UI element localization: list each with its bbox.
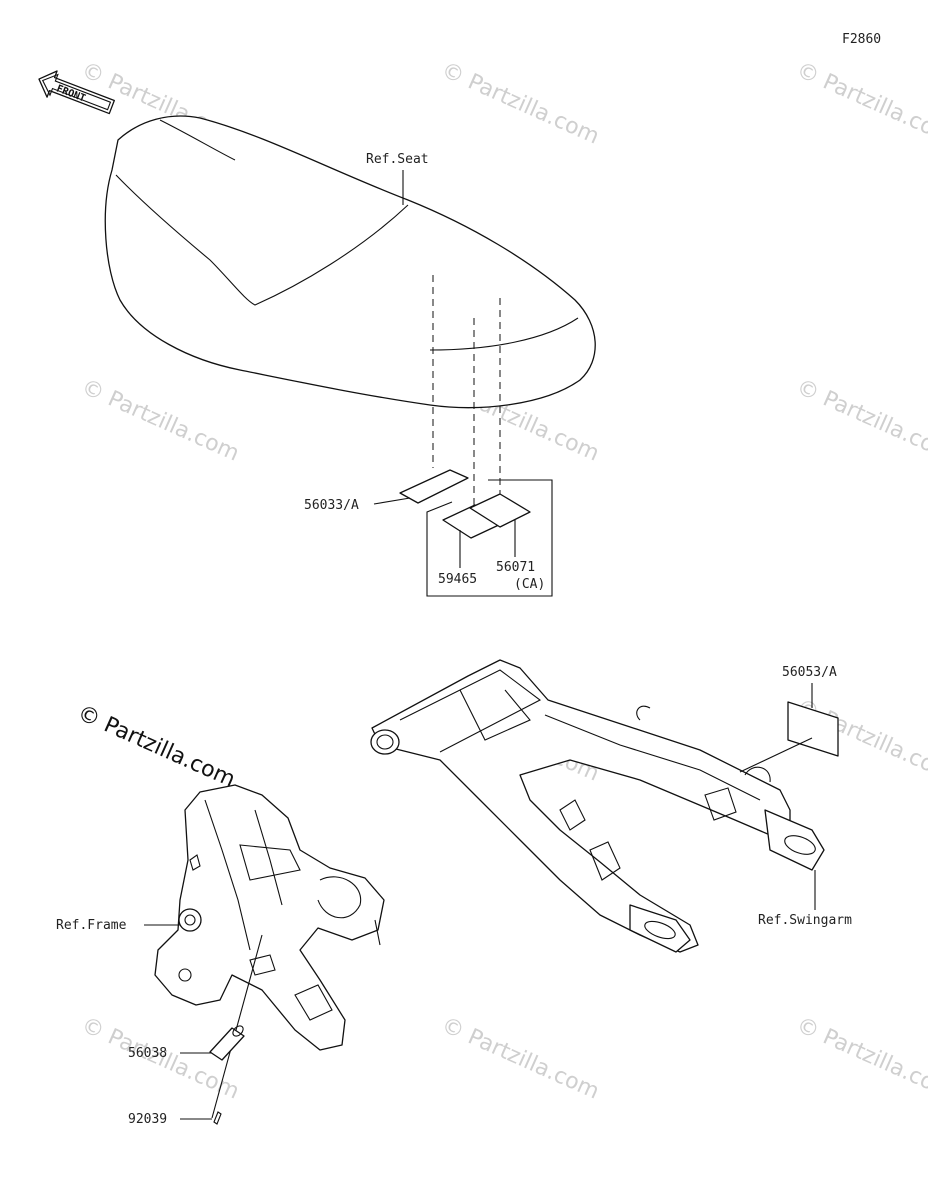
part-56038[interactable]: 56038 <box>128 1024 245 1061</box>
ref-seat-label: Ref.Seat <box>366 152 429 167</box>
watermark: © Partzilla.com <box>78 375 243 467</box>
part-56038-label[interactable]: 56038 <box>128 1046 167 1061</box>
watermark: © Partzilla.com <box>438 1013 603 1105</box>
part-59465-label[interactable]: 59465 <box>438 572 477 587</box>
ref-swingarm-label: Ref.Swingarm <box>758 913 852 928</box>
swingarm-drawing: Ref.Swingarm <box>370 659 852 953</box>
part-59465[interactable]: 59465 <box>438 504 504 587</box>
group-bracket <box>426 479 553 597</box>
part-56071[interactable]: 56071 (CA) <box>469 493 545 592</box>
frame-drawing: Ref.Frame <box>56 784 385 1051</box>
part-56033[interactable]: 56033/A <box>304 469 469 513</box>
watermark: © Partzilla.com <box>793 58 928 150</box>
part-56053-label[interactable]: 56053/A <box>782 665 837 680</box>
ref-frame-label: Ref.Frame <box>56 918 127 933</box>
part-92039[interactable]: 92039 <box>128 1111 222 1127</box>
part-56071-label[interactable]: 56071 <box>496 560 535 575</box>
part-92039-label[interactable]: 92039 <box>128 1112 167 1127</box>
watermark: © Partzilla.com <box>793 375 928 467</box>
part-56033-label[interactable]: 56033/A <box>304 498 359 513</box>
diagram-code: F2860 <box>842 32 881 47</box>
watermark: © Partzilla.com <box>793 1013 928 1105</box>
watermark: © Partzilla.com <box>438 58 603 150</box>
watermark-prominent: © Partzilla.com <box>74 701 239 793</box>
part-56071-note: (CA) <box>514 577 545 592</box>
seat-drawing: Ref.Seat <box>104 115 596 409</box>
part-56053[interactable]: 56053/A <box>739 665 839 773</box>
